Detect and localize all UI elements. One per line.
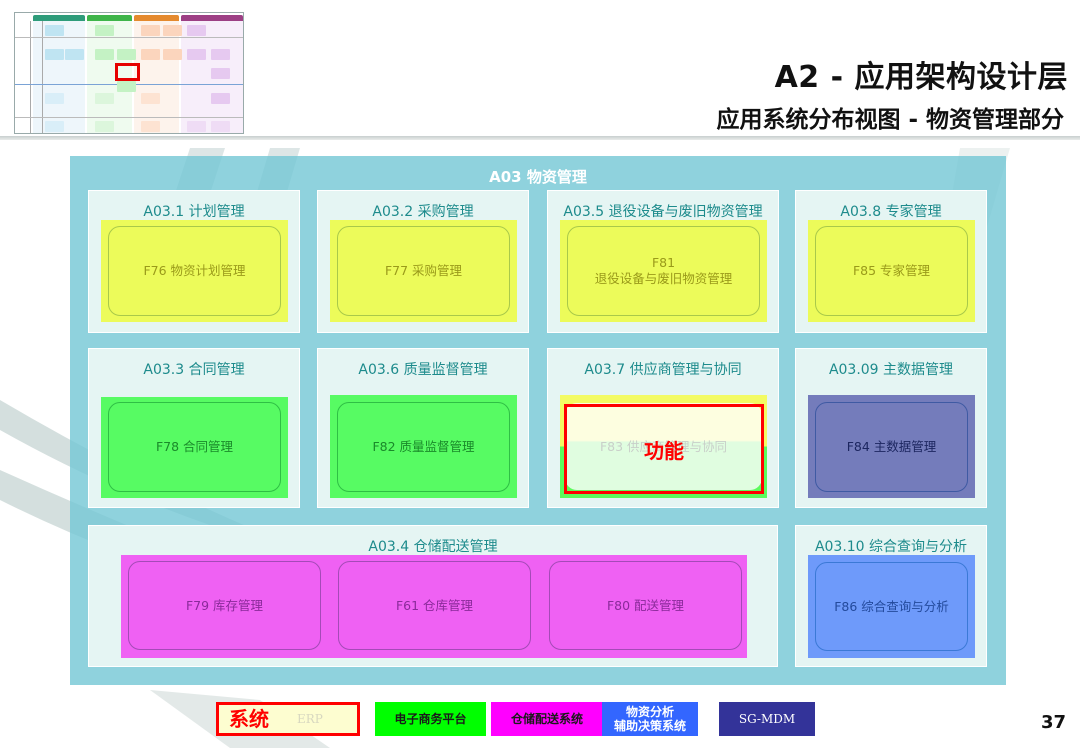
header-divider [0,136,1080,140]
thumb-doc [45,25,64,36]
module-a038[interactable]: A03.8 专家管理 F85 专家管理 [795,190,987,333]
thumb-col-head-4 [181,15,243,21]
module-a036[interactable]: A03.6 质量监督管理 F82 质量监督管理 [317,348,529,508]
system-ecommerce-block: F78 合同管理 [101,397,288,498]
thumb-doc [141,25,160,36]
thumb-doc [211,121,230,132]
thumb-doc [187,49,206,60]
navigation-thumbnail[interactable] [14,12,244,134]
thumb-doc [117,81,136,92]
legend-label: SG-MDM [738,712,796,726]
system-erp-ecommerce-split-block: F83 供应商管理与协同 [560,395,767,498]
thumb-col-1 [33,21,85,133]
legend-ecommerce: 电子商务平台 [375,702,486,736]
thumb-doc [117,49,136,60]
thumb-col-head-1 [33,15,85,21]
function-f78[interactable]: F78 合同管理 [108,402,281,492]
thumb-col-head-2 [87,15,132,21]
system-sgmdm-block: F84 主数据管理 [808,395,975,498]
thumb-doc [45,121,64,132]
page-number: 37 [1040,712,1066,733]
function-annotation-label: 功能 [644,438,684,463]
legend-analysis: 物资分析 辅助决策系统 [602,702,698,736]
thumb-divider [15,117,243,118]
system-erp-block: F81 退役设备与废旧物资管理 [560,220,767,322]
module-a0310[interactable]: A03.10 综合查询与分析 F86 综合查询与分析 [795,525,987,667]
thumb-doc [45,49,64,60]
module-a037[interactable]: A03.7 供应商管理与协同 F83 供应商管理与协同 功能 [547,348,779,508]
module-title: A03.6 质量监督管理 [358,362,488,378]
thumb-doc [141,121,160,132]
thumb-doc [95,121,114,132]
system-warehouse-block: F79 库存管理 F61 仓库管理 F80 配送管理 [121,555,747,658]
thumb-doc [163,49,182,60]
thumb-doc [211,49,230,60]
thumb-doc [141,93,160,104]
function-f61[interactable]: F61 仓库管理 [338,561,531,650]
thumb-doc [187,121,206,132]
thumb-divider [15,37,243,38]
module-title: A03.8 专家管理 [840,204,942,220]
function-f80[interactable]: F80 配送管理 [549,561,742,650]
module-title: A03.2 采购管理 [372,204,474,220]
legend-warehouse: 仓储配送系统 [491,702,603,736]
function-f76[interactable]: F76 物资计划管理 [108,226,281,316]
thumb-doc [163,25,182,36]
legend-label: ERP [297,712,323,726]
legend-sgmdm: SG-MDM [719,702,815,736]
thumb-doc [45,93,64,104]
thumb-left-bar [15,21,31,133]
legend-label: 电子商务平台 [394,712,467,726]
function-f79[interactable]: F79 库存管理 [128,561,321,650]
thumb-left-bar-2 [31,21,43,133]
thumb-doc [211,93,230,104]
function-annotation-box: 功能 [564,404,764,494]
function-f85[interactable]: F85 专家管理 [815,226,968,316]
domain-container-a03: A03 物资管理 A03.1 计划管理 F76 物资计划管理 A03.2 采购管… [70,156,1006,685]
function-f82[interactable]: F82 质量监督管理 [337,402,510,492]
module-title: A03.1 计划管理 [143,204,245,220]
module-a032[interactable]: A03.2 采购管理 F77 采购管理 [317,190,529,333]
legend-label: 仓储配送系统 [510,712,583,726]
function-f84[interactable]: F84 主数据管理 [815,402,968,492]
module-title: A03.7 供应商管理与协同 [584,362,742,378]
domain-title: A03 物资管理 [489,168,587,186]
function-f77[interactable]: F77 采购管理 [337,226,510,316]
thumb-current-highlight [115,63,140,81]
system-annotation-label: 系统 [229,707,269,731]
module-title: A03.10 综合查询与分析 [814,539,968,555]
function-f86[interactable]: F86 综合查询与分析 [815,562,968,651]
thumb-doc [187,25,206,36]
module-a0309[interactable]: A03.09 主数据管理 F84 主数据管理 [795,348,987,508]
page-subtitle: 应用系统分布视图 - 物资管理部分 [716,107,1064,133]
module-title: A03.4 仓储配送管理 [368,539,498,555]
thumb-doc [95,93,114,104]
function-f81[interactable]: F81 退役设备与废旧物资管理 [567,226,760,316]
legend-erp: 系统 ERP [216,702,360,736]
system-erp-block: F85 专家管理 [808,220,975,322]
module-a033[interactable]: A03.3 合同管理 F78 合同管理 [88,348,300,508]
function-f83[interactable]: F83 供应商管理与协同 [565,403,762,490]
system-analysis-block: F86 综合查询与分析 [808,555,975,658]
thumb-col-head-3 [134,15,179,21]
thumb-col-2 [87,21,132,133]
system-ecommerce-block: F82 质量监督管理 [330,395,517,498]
module-title: A03.3 合同管理 [143,362,245,378]
legend-label: 物资分析 辅助决策系统 [613,705,686,733]
module-a034[interactable]: A03.4 仓储配送管理 F79 库存管理 F61 仓库管理 F80 配送管理 [88,525,778,667]
module-a031[interactable]: A03.1 计划管理 F76 物资计划管理 [88,190,300,333]
thumb-doc [211,68,230,79]
thumb-doc [95,25,114,36]
system-erp-block: F77 采购管理 [330,220,517,322]
thumb-doc [141,49,160,60]
module-title: A03.5 退役设备与废旧物资管理 [563,204,763,220]
system-erp-block: F76 物资计划管理 [101,220,288,322]
thumb-doc [65,49,84,60]
page-title: A2 - 应用架构设计层 [774,60,1068,95]
thumb-col-3 [134,21,179,133]
module-title: A03.09 主数据管理 [828,362,954,378]
module-a035[interactable]: A03.5 退役设备与废旧物资管理 F81 退役设备与废旧物资管理 [547,190,779,333]
thumb-doc [95,49,114,60]
